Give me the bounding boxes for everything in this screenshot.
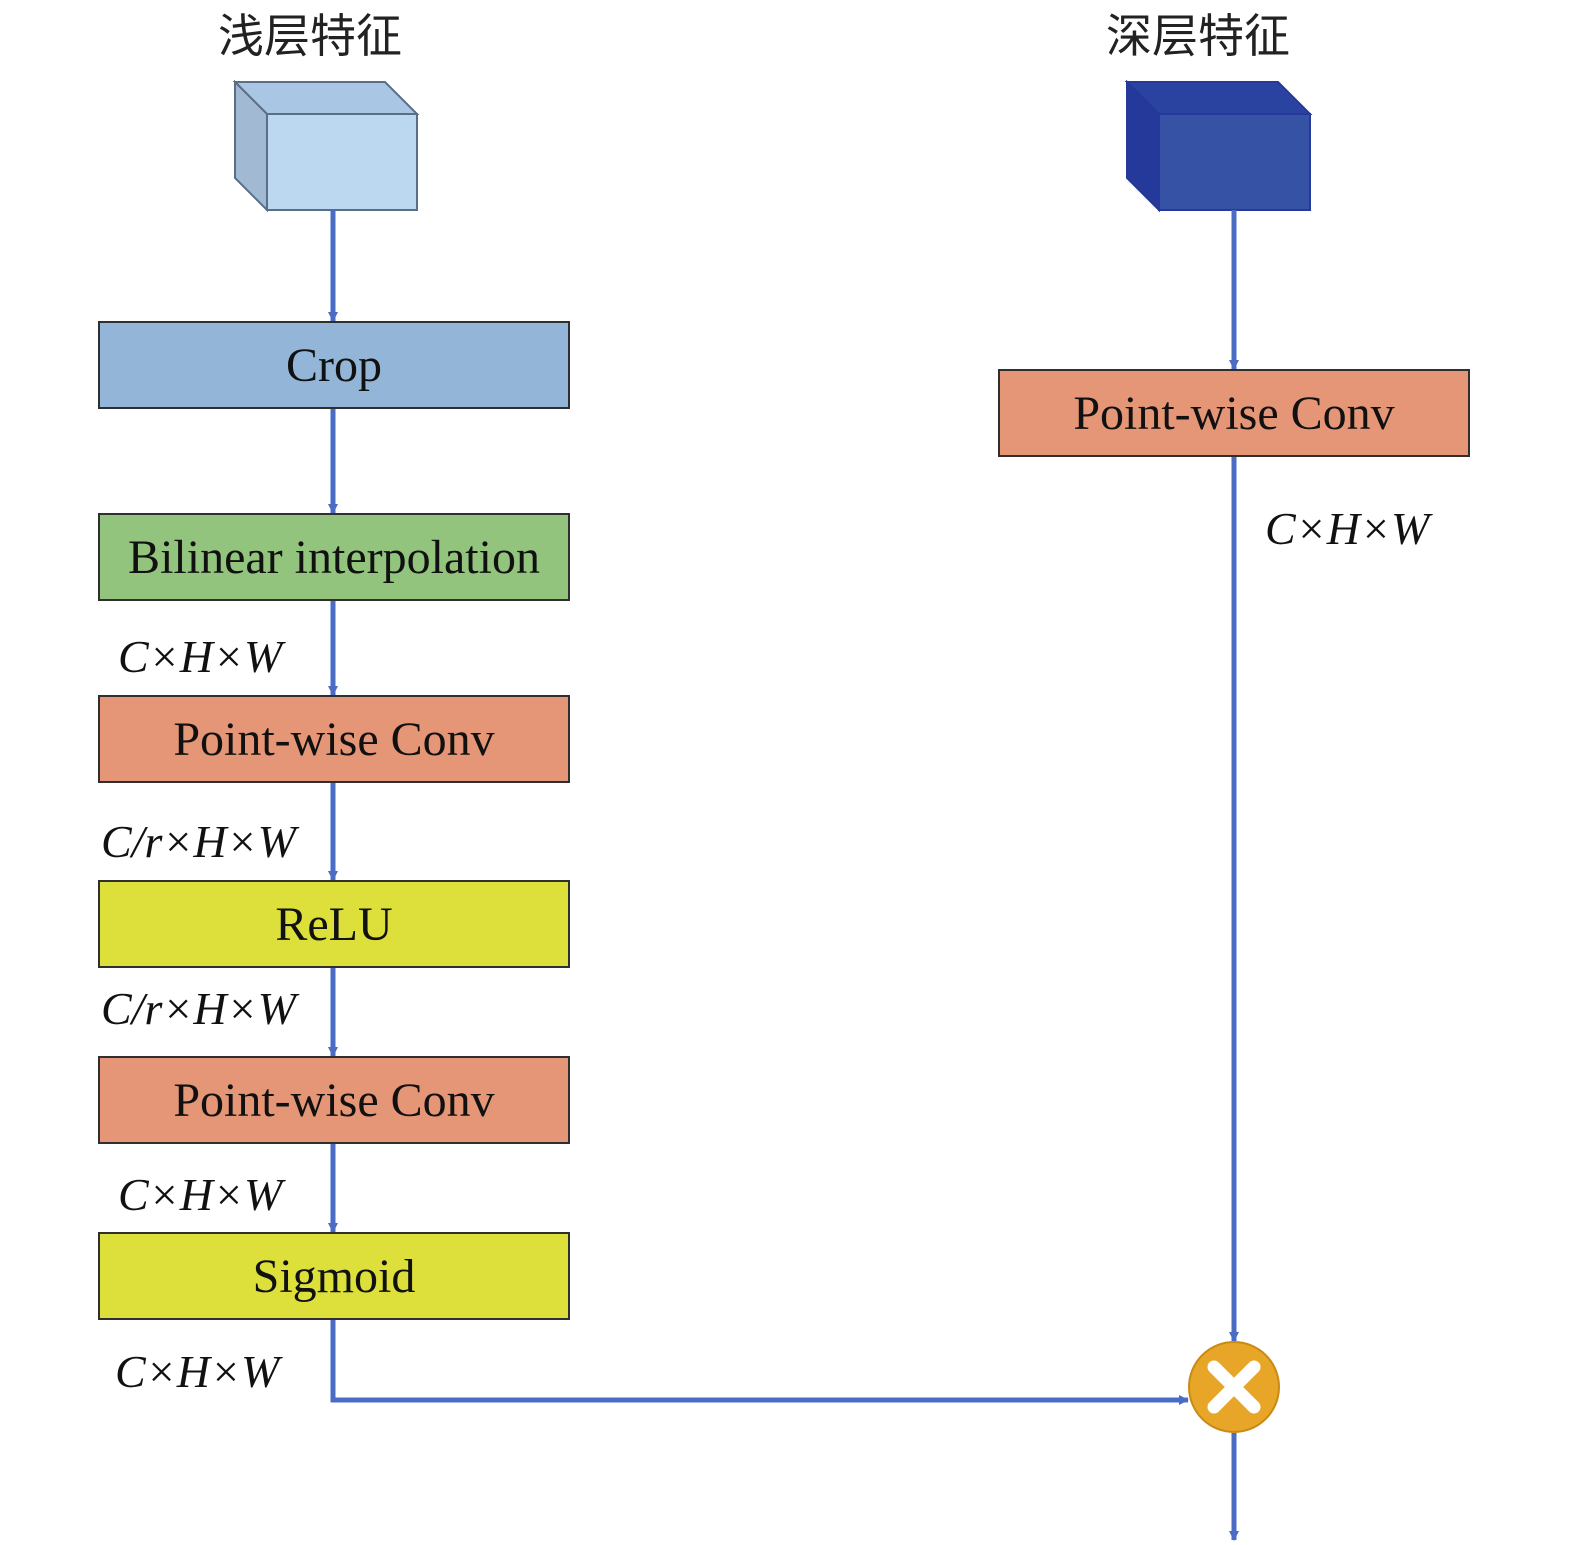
dim-label-after-conv1: C/r×H×W bbox=[101, 816, 296, 867]
relu-block: ReLU bbox=[98, 880, 570, 968]
point-wise-conv-block-2: Point-wise Conv bbox=[98, 1056, 570, 1144]
deep-feature-heading: 深层特征 bbox=[1106, 9, 1290, 63]
multiply-circle-icon bbox=[1188, 1341, 1280, 1433]
dim-label-after-relu: C/r×H×W bbox=[101, 983, 296, 1034]
shallow-feature-cube-icon bbox=[232, 79, 420, 213]
dim-label-deep-after-conv: C×H×W bbox=[1265, 503, 1430, 554]
dim-label-after-bilinear: C×H×W bbox=[118, 631, 283, 682]
point-wise-conv-block-1: Point-wise Conv bbox=[98, 695, 570, 783]
arrow-sigmoid-to-multiply bbox=[330, 1320, 1189, 1405]
dim-label-after-conv2: C×H×W bbox=[118, 1169, 283, 1220]
dim-label-after-sigmoid: C×H×W bbox=[115, 1346, 280, 1397]
bilinear-interpolation-block: Bilinear interpolation bbox=[98, 513, 570, 601]
deep-point-wise-conv-block: Point-wise Conv bbox=[998, 369, 1470, 457]
crop-block: Crop bbox=[98, 321, 570, 409]
deep-feature-cube-icon bbox=[1124, 79, 1313, 213]
sigmoid-block: Sigmoid bbox=[98, 1232, 570, 1320]
shallow-feature-heading: 浅层特征 bbox=[218, 9, 402, 63]
